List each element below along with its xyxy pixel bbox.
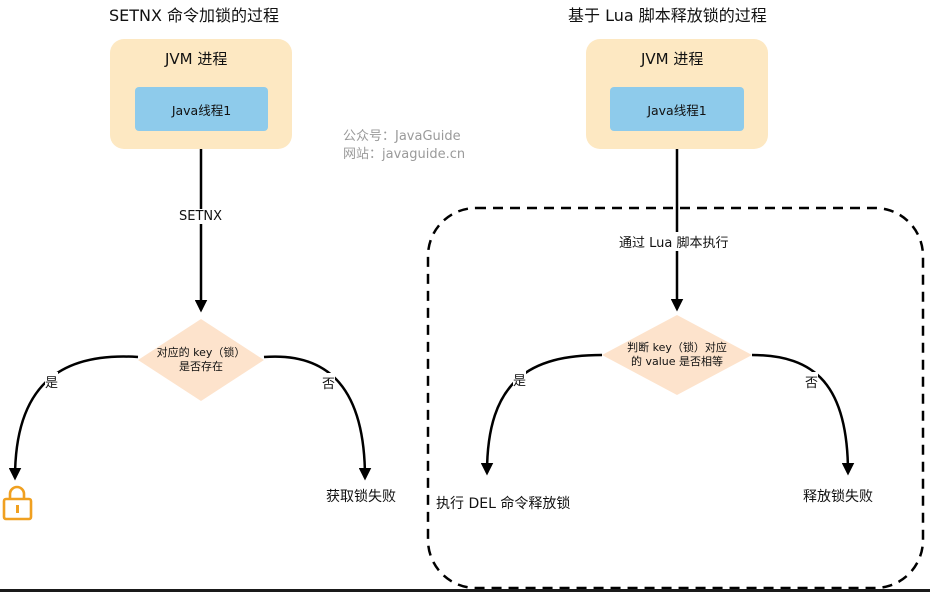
left-jvm-label: JVM 进程 [165,50,228,68]
watermark-line2: 网站：javaguide.cn [343,147,466,162]
lock-icon [2,485,33,521]
left-no-arrow [263,355,372,481]
right-decision-line1: 判断 key（锁）对应 [627,341,727,354]
left-java-thread-label: Java线程1 [171,102,232,118]
right-no-result: 释放锁失败 [803,489,873,505]
right-decision-diamond [602,315,752,395]
right-jvm-label: JVM 进程 [641,50,704,68]
right-java-thread-box: Java线程1 [610,87,744,131]
lua-script-scope [426,206,925,590]
bottom-border [0,589,930,592]
right-yes-result: 执行 DEL 命令释放锁 [436,496,571,512]
right-no-label: 否 [805,372,819,391]
left-decision-line2: 是否存在 [179,360,223,373]
left-yes-arrow [8,355,139,481]
left-fail-result: 获取锁失败 [326,489,396,505]
left-no-label: 否 [322,373,336,392]
left-edge-label: SETNX [177,209,225,224]
left-decision-text: 对应的 key（锁） 是否存在 [138,346,264,374]
right-decision-line2: 的 value 是否相等 [630,355,724,368]
right-edge-label: 通过 Lua 脚本执行 [617,232,731,251]
left-title: SETNX 命令加锁的过程 [109,6,280,25]
right-no-arrow [751,353,855,476]
left-yes-label: 是 [45,372,59,391]
right-java-thread-label: Java线程1 [647,102,707,118]
right-yes-label: 是 [513,370,527,389]
right-yes-arrow [480,353,603,476]
watermark-line1: 公众号：JavaGuide [343,129,461,144]
left-decision-line1: 对应的 key（锁） [156,346,246,359]
right-title: 基于 Lua 脚本释放锁的过程 [568,6,767,25]
left-java-thread-box: Java线程1 [135,87,268,131]
watermark: 公众号：JavaGuide 网站：javaguide.cn [343,128,465,164]
left-decision-diamond [138,319,264,401]
right-decision-text: 判断 key（锁）对应 的 value 是否相等 [604,341,750,369]
